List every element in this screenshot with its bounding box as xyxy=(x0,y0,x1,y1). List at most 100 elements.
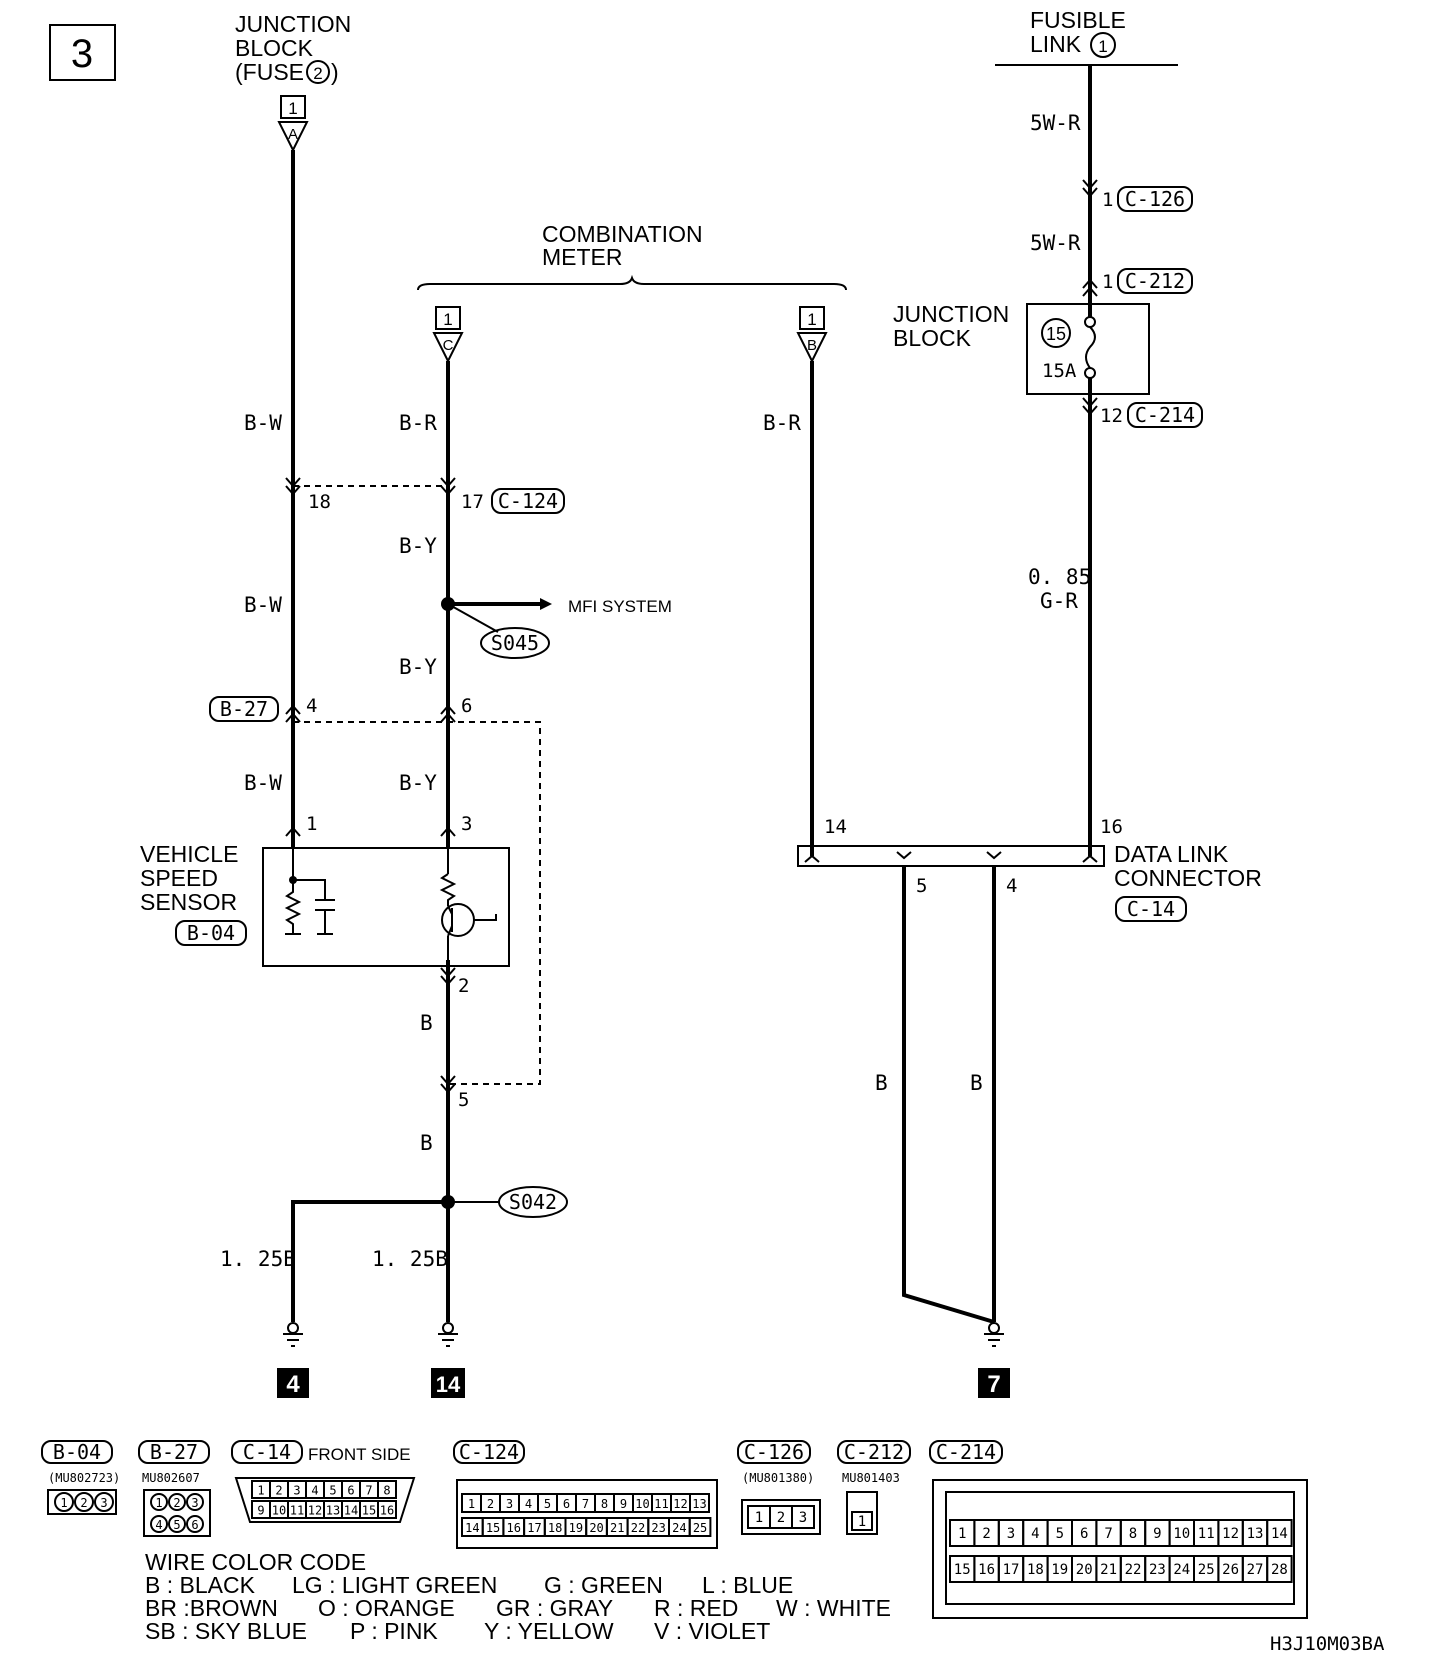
cv-b27-part: MU802607 xyxy=(142,1471,200,1485)
cv-c214-pins-pin-label: 25 xyxy=(1198,1562,1215,1578)
fusible-link-source: FUSIBLE LINK 1 xyxy=(995,7,1178,66)
cv-c212-pins-cell xyxy=(851,1511,873,1531)
connector-tags: C-124 B-27 C-126 C-212 C-214 xyxy=(209,186,1203,722)
wire-label-bw-2: B-W xyxy=(244,593,282,617)
combination-meter: COMBINATION METER 1 C 1 B xyxy=(417,221,847,364)
terminal-b-label: B xyxy=(807,337,817,354)
ground-badge-7: 7 xyxy=(987,1371,1000,1398)
cv-c214-pins-pin-label: 10 xyxy=(1173,1526,1190,1542)
cv-c214-pins-pin-label: 8 xyxy=(1129,1526,1137,1542)
cv-b04-body xyxy=(47,1489,117,1515)
wire-ground-branch xyxy=(291,1200,448,1322)
pin-3: 3 xyxy=(461,813,472,835)
fuse-terminal-top xyxy=(1084,316,1096,328)
cv-c214-pins-pin-label: 3 xyxy=(1007,1526,1015,1542)
cv-c124-pins-pin-label: 7 xyxy=(582,1497,589,1511)
cv-b27-pins-cell xyxy=(150,1515,168,1533)
splice-s042: S042 xyxy=(509,1190,557,1214)
cv-c14-body xyxy=(234,1477,416,1523)
junction-block: JUNCTION BLOCK 15 15A xyxy=(893,301,1150,395)
cv-c124-pins-pin-label: 5 xyxy=(544,1497,551,1511)
vss-transistor xyxy=(441,903,475,937)
cv-c126-part: (MU801380) xyxy=(742,1471,814,1485)
cv-c124-pins-pin-label: 25 xyxy=(693,1521,707,1535)
cv-c124-pins-pin-label: 4 xyxy=(525,1497,532,1511)
dlc-body xyxy=(797,845,1105,867)
cv-c14-pins-pin-label: 9 xyxy=(257,1504,264,1518)
fuse-terminal-bottom xyxy=(1084,367,1096,379)
pin-box xyxy=(280,95,306,119)
wire-label-by-3: B-Y xyxy=(399,771,437,795)
cv-b04-pins-cell xyxy=(74,1492,94,1512)
fusible-link-number: 1 xyxy=(1098,37,1107,56)
cv-c214-pins-pin-label: 15 xyxy=(954,1562,971,1578)
cv-b04-pins-pin-label: 3 xyxy=(100,1496,107,1510)
cv-c214-pins-pin-label: 11 xyxy=(1198,1526,1215,1542)
wires xyxy=(291,65,1092,1324)
cv-c214-pins-pin-label: 7 xyxy=(1104,1526,1112,1542)
cv-c14-name: C-14 xyxy=(243,1440,291,1464)
cv-c124-pins-pin-label: 8 xyxy=(601,1497,608,1511)
connector-marks xyxy=(285,179,1098,1094)
cv-c124-pins-pin-label: 12 xyxy=(673,1497,687,1511)
cv-c124-pins-pin-label: 10 xyxy=(635,1497,649,1511)
cv-c126-pins-pin-label: 3 xyxy=(799,1510,807,1526)
pin-16: 16 xyxy=(1100,816,1123,838)
terminal-b-triangle xyxy=(796,332,828,364)
wire-dlc-pin5 xyxy=(902,866,995,1324)
cv-c214-pins-pin-label: 28 xyxy=(1271,1562,1288,1578)
pin-box-c-label: 1 xyxy=(443,310,452,329)
pin-2: 2 xyxy=(458,975,469,997)
pin-1: 1 xyxy=(306,813,317,835)
wire-label-br-2: B-R xyxy=(763,411,801,435)
terminal-c-triangle xyxy=(432,332,464,364)
combination-label-line2: METER xyxy=(542,244,623,270)
wire-color-code: WIRE COLOR CODE B : BLACK LG : LIGHT GRE… xyxy=(145,1549,891,1644)
pin-numbers: 18 17 4 6 1 3 2 5 14 16 5 4 1 1 12 xyxy=(306,189,1123,1111)
cv-c14-pins-pin-label: 11 xyxy=(290,1504,304,1518)
junction-block-label-line2: BLOCK xyxy=(893,325,972,351)
fusible-link-number-circle xyxy=(1090,32,1116,58)
cv-c14-pins-pin-label: 13 xyxy=(326,1504,340,1518)
splice-s042-oval xyxy=(498,1186,568,1218)
cv-c214-pins-pin-label: 26 xyxy=(1222,1562,1239,1578)
ground-symbol-14 xyxy=(438,1322,458,1347)
terminal-c-label: C xyxy=(443,337,454,354)
junction-block-label-line1: JUNCTION xyxy=(893,301,1009,327)
cv-c126-body xyxy=(741,1499,821,1535)
cv-c214-pins-cell xyxy=(1266,1519,1293,1547)
page-number-box xyxy=(49,24,116,81)
tag-b04: B-04 xyxy=(187,921,235,945)
wcc-sb: SB : SKY BLUE xyxy=(145,1618,307,1644)
wire-label-by-1: B-Y xyxy=(399,534,437,558)
pin-c212-1: 1 xyxy=(1102,271,1113,293)
wire-label-b-3: B xyxy=(875,1071,888,1095)
terminal-a-triangle xyxy=(277,121,309,153)
tag-b27: B-27 xyxy=(220,697,268,721)
cv-c14-pins-cell xyxy=(377,1500,397,1519)
cv-c14-pins-pin-label: 16 xyxy=(380,1504,394,1518)
fuse-15a xyxy=(1085,326,1096,369)
pin-c126-1: 1 xyxy=(1102,189,1113,211)
cv-c214-pins-pin-label: 22 xyxy=(1125,1562,1142,1578)
cv-c214-pins-pin-label: 18 xyxy=(1027,1562,1044,1578)
cv-b27-pins-cell xyxy=(186,1493,204,1511)
cv-c126-pins-pin-label: 2 xyxy=(777,1510,785,1526)
cv-b27-pins-pin-label: 2 xyxy=(173,1496,180,1510)
splices: S045 MFI SYSTEM S042 xyxy=(441,597,672,1218)
splice-s045-oval xyxy=(480,627,550,659)
cv-c214-pins-pin-label: 2 xyxy=(982,1526,990,1542)
wcc-gr: GR : GRAY xyxy=(496,1595,613,1621)
cv-c124-pins-pin-label: 20 xyxy=(589,1521,603,1535)
cv-b04-name: B-04 xyxy=(53,1440,101,1464)
cv-c124-pins-pin-label: 23 xyxy=(651,1521,665,1535)
cv-b27-pins-pin-label: 5 xyxy=(173,1518,180,1532)
cv-c14-pins-pin-label: 2 xyxy=(275,1484,282,1498)
wire-label-125b-1: 1. 25B xyxy=(220,1247,296,1271)
cv-c214-pins-pin-label: 14 xyxy=(1271,1526,1288,1542)
fuse-number-circle xyxy=(306,60,330,84)
splice-s045: S045 xyxy=(491,631,539,655)
cv-c126-name: C-126 xyxy=(744,1440,804,1464)
